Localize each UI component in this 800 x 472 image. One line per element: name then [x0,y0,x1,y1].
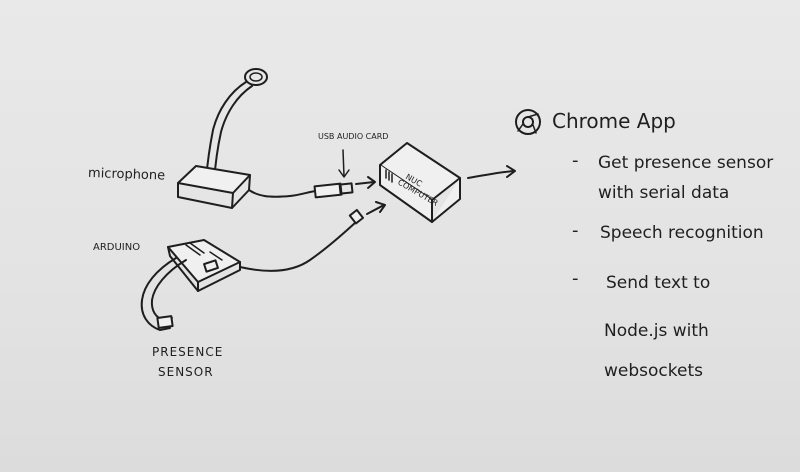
bullet-3-line-2: Node.js with [604,321,709,341]
chrome-app-title: Chrome App [552,109,676,133]
bullet-1-dash: - [572,150,579,171]
presence-sensor-cable [140,257,177,331]
usb-to-nuc-arrow [355,181,375,185]
bullet-2-line-1: Speech recognition [600,223,764,243]
bullet-1-line-2: with serial data [598,183,729,203]
bullet-2-dash: - [572,220,579,241]
microphone-drawing [177,68,317,209]
chrome-icon [515,109,541,135]
usb-audio-card-drawing [313,149,354,199]
usb-audio-card-label: USB AUDIO CARD [318,132,388,141]
nuc-computer-drawing [379,142,461,223]
presence-sensor-label-line1: PRESENCE [152,345,223,359]
nuc-to-chrome-arrow [467,170,515,179]
presence-sensor-label-line2: SENSOR [158,365,214,379]
bullet-3-line-3: websockets [604,361,703,381]
arduino-drawing [167,239,241,292]
arduino-to-nuc-cable [239,221,357,272]
microphone-label: microphone [88,166,166,184]
bullet-3-dash: - [572,268,579,289]
bullet-1-line-1: Get presence sensor [598,153,773,173]
bullet-3-line-1: Send text to [606,273,710,293]
arduino-label: ARDUINO [93,242,140,253]
presence-sensor-plug [156,315,174,329]
